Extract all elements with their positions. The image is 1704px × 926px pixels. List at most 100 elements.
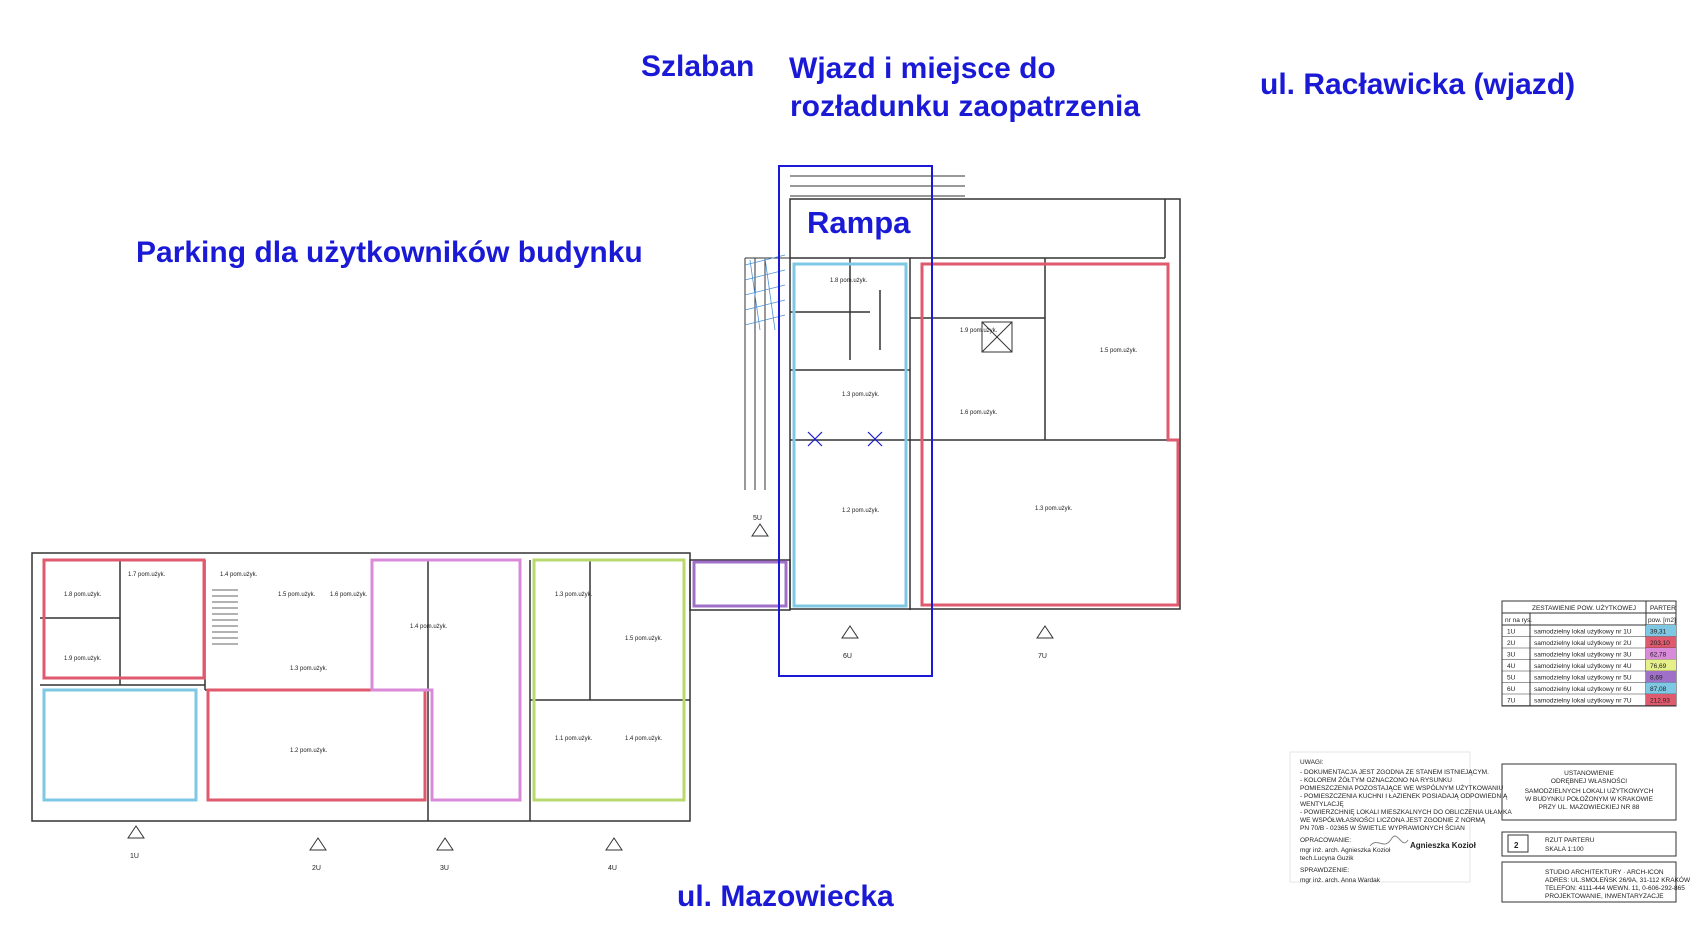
svg-text:1U: 1U — [130, 853, 139, 860]
svg-text:SAMODZIELNYCH LOKALI UŻYTKOWYC: SAMODZIELNYCH LOKALI UŻYTKOWYCH — [1525, 786, 1654, 795]
svg-text:2U: 2U — [312, 865, 321, 872]
unit-6U-marks — [807, 431, 883, 447]
unit-7U-outline — [920, 262, 1180, 607]
svg-text:1.4 pom.użyk.: 1.4 pom.użyk. — [625, 736, 663, 742]
svg-text:4U: 4U — [608, 865, 617, 872]
entrance-markers — [127, 523, 1054, 851]
table-cell-area: 203,10 — [1650, 640, 1670, 647]
table-cell-area: 39,31 — [1650, 629, 1667, 636]
svg-text:1.2 pom.użyk.: 1.2 pom.użyk. — [842, 508, 880, 514]
svg-text:Agnieszka Kozioł: Agnieszka Kozioł — [1410, 841, 1477, 850]
note-line: PN 70/B - 02365 W ŚWIETLE WYPRAWIONYCH Ś… — [1300, 823, 1465, 832]
table-row-color — [1646, 625, 1676, 637]
svg-text:STUDIO ARCHITEKTURY · ARCH-ICO: STUDIO ARCHITEKTURY · ARCH-ICON — [1545, 869, 1664, 876]
table-cell-nr: 2U — [1507, 640, 1516, 647]
label-mazowiecka: ul. Mazowiecka — [677, 880, 894, 913]
svg-text:1.9 pom.użyk.: 1.9 pom.użyk. — [64, 656, 102, 662]
svg-text:UWAGI:: UWAGI: — [1300, 759, 1324, 766]
table-row-color — [1646, 671, 1676, 683]
table-cell-desc: samodzielny lokal użytkowy nr 4U — [1534, 663, 1632, 670]
table-cell-area: 62,78 — [1650, 652, 1667, 659]
table-cell-area: 87,08 — [1650, 686, 1667, 693]
unit-2U-lower — [206, 688, 427, 802]
note-line: WENTYLACJĘ — [1300, 801, 1344, 808]
table-cell-desc: samodzielny lokal użytkowy nr 6U — [1534, 686, 1632, 693]
table-row-color — [1646, 682, 1676, 694]
table-row-color — [1646, 694, 1676, 706]
table-cell-area: 76,69 — [1650, 663, 1667, 670]
notes-block: UWAGI: - DOKUMENTACJA JEST ZGODNA ZE STA… — [1289, 751, 1512, 884]
svg-text:7U: 7U — [1038, 653, 1047, 660]
svg-text:nr na rys.: nr na rys. — [1505, 617, 1532, 624]
svg-text:USTANOWIENIE: USTANOWIENIE — [1564, 770, 1614, 777]
area-table: ZESTAWIENIE POW. UŻYTKOWEJ PARTER nr na … — [1501, 600, 1677, 707]
table-cell-desc: samodzielny lokal użytkowy nr 2U — [1534, 640, 1632, 647]
svg-text:pow. [m2]: pow. [m2] — [1648, 617, 1676, 624]
svg-text:1.3 pom.użyk.: 1.3 pom.użyk. — [555, 592, 593, 598]
svg-text:3U: 3U — [440, 865, 449, 872]
svg-text:1.2 pom.użyk.: 1.2 pom.użyk. — [290, 748, 328, 754]
table-cell-desc: samodzielny lokal użytkowy nr 7U — [1534, 698, 1632, 705]
table-cell-area: 8,69 — [1650, 675, 1663, 682]
svg-text:RZUT PARTERU: RZUT PARTERU — [1545, 837, 1595, 844]
table-cell-desc: samodzielny lokal użytkowy nr 1U — [1534, 629, 1632, 636]
svg-text:ADRES: UL.SMOLEŃSK 26/9A, 31-1: ADRES: UL.SMOLEŃSK 26/9A, 31-112 KRAKÓW — [1545, 875, 1691, 884]
title-block: USTANOWIENIE ODRĘBNEJ WŁASNOŚCI SAMODZIE… — [1501, 763, 1691, 903]
svg-text:1.3 pom.użyk.: 1.3 pom.użyk. — [842, 392, 880, 398]
svg-text:1.6 pom.użyk.: 1.6 pom.użyk. — [960, 410, 998, 416]
unit-3U-outline — [370, 558, 522, 802]
svg-text:ZESTAWIENIE POW. UŻYTKOWEJ: ZESTAWIENIE POW. UŻYTKOWEJ — [1532, 603, 1636, 612]
table-row-color — [1646, 636, 1676, 648]
label-parking: Parking dla użytkowników budynku — [136, 236, 643, 269]
note-line: - KOLOREM ŻÓŁTYM OZNACZONO NA RYSUNKU — [1300, 775, 1452, 784]
svg-text:1.3 pom.użyk.: 1.3 pom.użyk. — [290, 666, 328, 672]
svg-text:2: 2 — [1514, 841, 1519, 850]
svg-text:PRZY UL. MAZOWIECKIEJ NR 88: PRZY UL. MAZOWIECKIEJ NR 88 — [1539, 804, 1640, 811]
table-cell-desc: samodzielny lokal użytkowy nr 5U — [1534, 675, 1632, 682]
label-wjazd-line2: rozładunku zaopatrzenia — [790, 90, 1141, 123]
table-cell-nr: 3U — [1507, 652, 1516, 659]
svg-text:1.7 pom.użyk.: 1.7 pom.użyk. — [128, 572, 166, 578]
table-cell-nr: 7U — [1507, 698, 1516, 705]
note-line: POMIESZCZENIA POZOSTAJĄCE WE WSPÓLNYM UŻ… — [1300, 783, 1504, 792]
svg-text:5U: 5U — [753, 515, 762, 522]
unit-6U-outline — [792, 262, 908, 608]
note-line: - POMIESZCZENIA KUCHNI I ŁAZIENEK POSIAD… — [1300, 793, 1508, 800]
svg-text:1.1 pom.użyk.: 1.1 pom.użyk. — [555, 736, 593, 742]
label-szlaban: Szlaban — [641, 50, 755, 83]
svg-text:mgr inż. arch. Anna Wardak: mgr inż. arch. Anna Wardak — [1300, 877, 1381, 884]
entrance-labels: 1U 2U 3U 4U 5U 6U 7U — [130, 515, 1047, 872]
unit-5U-outline — [692, 560, 788, 608]
svg-text:1.6 pom.użyk.: 1.6 pom.użyk. — [330, 592, 368, 598]
svg-text:1.5 pom.użyk.: 1.5 pom.użyk. — [278, 592, 316, 598]
upper-building — [789, 198, 1181, 610]
svg-text:6U: 6U — [843, 653, 852, 660]
lower-building — [31, 552, 791, 822]
svg-text:PROJEKTOWANIE, INWENTARYZACJE: PROJEKTOWANIE, INWENTARYZACJE — [1545, 893, 1664, 900]
svg-text:SKALA 1:100: SKALA 1:100 — [1545, 846, 1584, 853]
svg-text:1.4 pom.użyk.: 1.4 pom.użyk. — [220, 572, 258, 578]
label-rampa: Rampa — [807, 205, 911, 240]
table-row-color — [1646, 648, 1676, 660]
svg-text:OPRACOWANIE:: OPRACOWANIE: — [1300, 837, 1351, 844]
svg-text:1.8 pom.użyk.: 1.8 pom.użyk. — [64, 592, 102, 598]
svg-text:PARTER: PARTER — [1650, 605, 1676, 612]
svg-text:1.3 pom.użyk.: 1.3 pom.użyk. — [1035, 506, 1073, 512]
lower-stairs — [212, 589, 238, 645]
unit-4U-outline — [532, 558, 686, 802]
svg-text:W BUDYNKU POŁOŻONYM W KRAKOWIE: W BUDYNKU POŁOŻONYM W KRAKOWIE — [1525, 794, 1654, 803]
table-cell-nr: 6U — [1507, 686, 1516, 693]
rampa-box — [778, 165, 933, 677]
table-row-color — [1646, 659, 1676, 671]
svg-text:1.5 pom.użyk.: 1.5 pom.użyk. — [1100, 348, 1138, 354]
table-cell-nr: 5U — [1507, 675, 1516, 682]
label-raclawicka: ul. Racławicka (wjazd) — [1260, 68, 1576, 101]
table-cell-nr: 4U — [1507, 663, 1516, 670]
unit-2U-upper — [42, 558, 206, 680]
unit-1U-outline — [42, 688, 198, 802]
table-cell-area: 212,93 — [1650, 698, 1670, 705]
svg-text:1.8 pom.użyk.: 1.8 pom.użyk. — [830, 278, 868, 284]
note-line: WE WSPÓŁWŁASNOŚCI LICZONA JEST ZGODNIE Z… — [1300, 815, 1486, 824]
